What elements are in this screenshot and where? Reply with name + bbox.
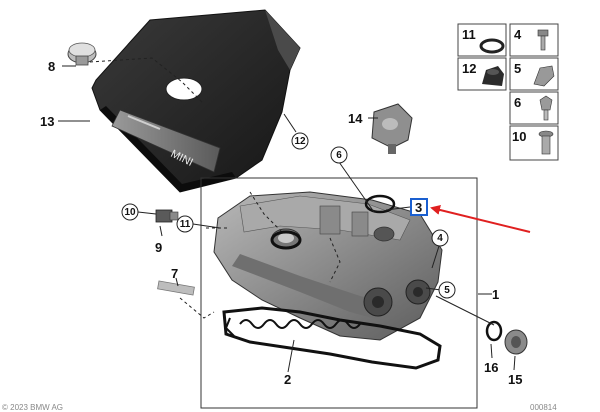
label-part-12-circle: 12 (294, 136, 306, 147)
oil-filler-cap (67, 42, 97, 66)
label-part-11-circle: 11 (180, 219, 191, 230)
gasket (222, 306, 442, 370)
pin-icon (539, 95, 553, 121)
label-part-5-circle: 5 (444, 285, 450, 296)
label-part-8: 8 (48, 59, 55, 74)
valve-cover (213, 191, 443, 341)
grommet-icon (482, 66, 504, 86)
pcv-valve (371, 103, 413, 154)
sealing-ring-icon (479, 38, 505, 54)
clip-icon (533, 65, 555, 87)
label-part-16: 16 (484, 360, 498, 375)
label-part-14: 14 (348, 111, 363, 126)
legend-label-4: 4 (514, 27, 522, 42)
cam-sensor (504, 329, 528, 355)
copyright-text: © 2023 BMW AG (2, 403, 63, 412)
label-part-13: 13 (40, 114, 54, 129)
label-part-15: 15 (508, 372, 522, 387)
legend-label-10: 10 (512, 129, 526, 144)
seal-ring (485, 320, 503, 342)
assembly-frame (200, 177, 478, 409)
screw-icon (538, 130, 554, 155)
legend-label-5: 5 (514, 61, 521, 76)
sealing-ring (270, 230, 302, 250)
engine-cover: MINI (91, 9, 301, 193)
legend-label-12: 12 (462, 61, 476, 76)
legend-label-11: 11 (462, 27, 476, 42)
label-part-6-circle: 6 (336, 150, 342, 161)
highlight-arrow (430, 205, 531, 233)
label-part-4-circle: 4 (437, 233, 443, 244)
label-part-10-circle: 10 (124, 207, 136, 218)
label-part-7: 7 (171, 266, 178, 281)
highlight-box (410, 198, 428, 216)
label-part-2: 2 (284, 372, 291, 387)
bolt-icon (537, 29, 549, 51)
small-parts-legend: 11 4 12 5 6 10 (457, 23, 559, 161)
o-ring (364, 194, 396, 214)
strip (157, 280, 195, 296)
legend-label-6: 6 (514, 95, 521, 110)
label-part-1: 1 (492, 287, 499, 302)
label-part-3: 3 (415, 200, 422, 215)
diagram-id-text: 000814 (530, 403, 557, 412)
label-part-9: 9 (155, 240, 162, 255)
sensor (155, 209, 179, 223)
